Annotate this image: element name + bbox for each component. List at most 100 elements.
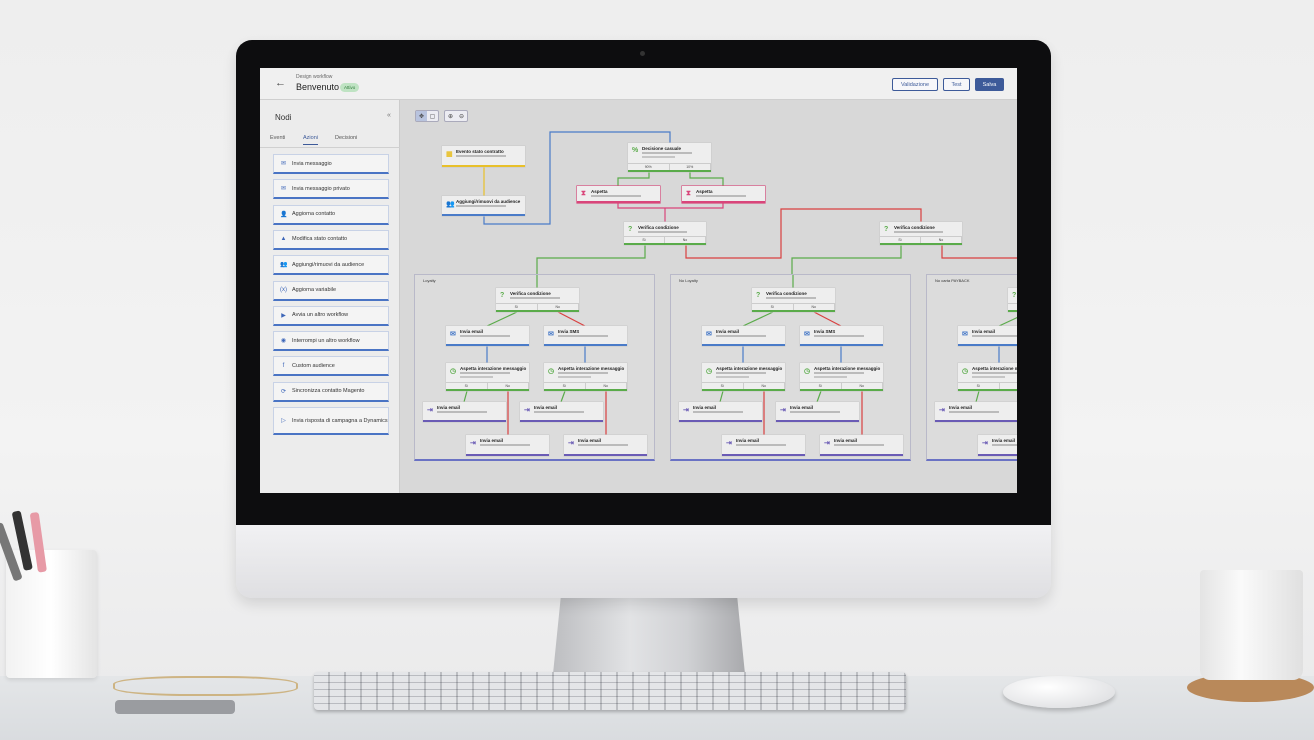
port-label[interactable]: No [538, 304, 579, 310]
save-button[interactable]: Salva [975, 78, 1004, 91]
sidebar-item[interactable]: (x)Aggiorna variabile [273, 280, 389, 301]
sidebar-item[interactable]: ⟳Sincronizza contatto Magento [273, 381, 389, 402]
node-type-icon: ▷ [281, 418, 286, 424]
zoom-out-icon[interactable]: ⊖ [458, 113, 465, 120]
workflow-node[interactable]: ⇥Invia email [520, 402, 603, 422]
tab-eventi[interactable]: Eventi [270, 135, 286, 141]
workflow-node[interactable]: ⇥Invia email [820, 435, 903, 456]
node-title: Evento stato contratto [456, 149, 504, 154]
connectors [719, 275, 863, 435]
port-label[interactable]: No [921, 237, 962, 243]
workflow-node[interactable]: ⇥Invia email [722, 435, 805, 456]
validate-button[interactable]: Validazione [892, 78, 938, 91]
sidebar-item[interactable]: ▲Modifica stato contatto [273, 229, 389, 250]
node-type-icon: 👥 [280, 262, 288, 269]
node-icon: ? [500, 292, 505, 299]
port-label[interactable]: 90% [628, 164, 670, 170]
workflow-canvas[interactable]: ✥ ▢ ⊕ ⊖ [400, 100, 1017, 493]
node-group[interactable]: No carta PAYBACK?Verifica condizioneSìNo… [926, 274, 1017, 461]
port-label[interactable]: Sì [958, 383, 1000, 389]
port-label[interactable]: Sì [880, 237, 921, 243]
workflow-node[interactable]: ✉Invia email [702, 326, 785, 346]
workflow-node[interactable]: ⇥Invia email [978, 435, 1017, 456]
sidebar-item[interactable]: ◉Interrompi un altro workflow [273, 331, 389, 352]
header: ← Design workflow Benvenuto Attivo Valid… [260, 68, 1017, 100]
node-title: Invia email [460, 329, 484, 334]
sidebar-item[interactable]: 👤Aggiorna contatto [273, 204, 389, 225]
sidebar-item[interactable]: ▶Avvia un altro workflow [273, 305, 389, 326]
workflow-node[interactable]: ✉Invia email [958, 326, 1017, 346]
port-label[interactable]: Sì [800, 383, 842, 389]
port-label[interactable]: No [1000, 383, 1018, 389]
workflow-node[interactable]: ⧗Aspetta [577, 186, 660, 203]
workflow-node[interactable]: ✉Invia SMS [544, 326, 627, 346]
workflow-node[interactable]: ⇥Invia email [679, 402, 762, 422]
port-label[interactable]: Sì [496, 304, 538, 310]
node-icon: ◷ [450, 368, 457, 375]
back-arrow-icon[interactable]: ← [275, 77, 286, 89]
pan-icon[interactable]: ✥ [416, 111, 427, 121]
sidebar-item[interactable]: ✉Invia messaggio [273, 154, 389, 174]
port-label[interactable]: Sì [446, 383, 488, 389]
status-badge: Attivo [340, 83, 360, 92]
port-label[interactable]: Sì [624, 237, 665, 243]
port-label[interactable]: Sì [1008, 304, 1017, 310]
workflow-node[interactable]: ⇥Invia email [466, 435, 549, 456]
connector-line [791, 245, 902, 287]
select-icon[interactable]: ▢ [429, 113, 436, 120]
port-label[interactable]: Sì [752, 304, 794, 310]
port-label[interactable]: No [665, 237, 706, 243]
workflow-node[interactable]: ✉Invia email [446, 326, 529, 346]
node-icon: ◷ [804, 368, 811, 375]
zoom-in-icon[interactable]: ⊕ [447, 113, 454, 120]
sidebar-item[interactable]: ▷Invia risposta di campagna a Dynamics [273, 407, 389, 435]
node-subtitle [558, 335, 608, 337]
workflow-node[interactable]: 👥Aggiungi/rimuovi da audience [442, 196, 525, 216]
port-label[interactable]: Sì [702, 383, 744, 389]
port-label[interactable]: No [488, 383, 529, 389]
sidebar-item-label: Aggiorna variabile [292, 287, 337, 293]
port-label[interactable]: No [744, 383, 785, 389]
workflow-node[interactable]: ⇥Invia email [564, 435, 647, 456]
node-icon: ◷ [548, 368, 555, 375]
group-label: No Loyalty [679, 278, 698, 283]
port-label[interactable]: 10% [670, 164, 711, 170]
workflow-node[interactable]: ✉Invia SMS [800, 326, 883, 346]
workflow-node[interactable]: ▦Evento stato contratto [442, 146, 525, 167]
workflow-node[interactable]: ⇥Invia email [776, 402, 859, 422]
port-label[interactable]: No [586, 383, 627, 389]
test-button[interactable]: Test [943, 78, 970, 91]
collapse-icon[interactable]: « [387, 112, 391, 119]
workflow-node[interactable]: ⇥Invia email [935, 402, 1017, 422]
port-label[interactable]: No [842, 383, 883, 389]
connector-line [742, 311, 774, 327]
sidebar-item[interactable]: ✉Invia messaggio privato [273, 179, 389, 200]
tab-decisioni[interactable]: Decisioni [335, 135, 358, 141]
workflow-node[interactable]: ⇥Invia email [423, 402, 506, 422]
workflow-node[interactable]: ⧗Aspetta [682, 186, 765, 203]
sidebar-item[interactable]: 👥Aggiungi/rimuovi da audience [273, 255, 389, 276]
node-title: Invia SMS [558, 329, 580, 334]
tab-azioni[interactable]: Azioni [303, 135, 318, 145]
port-label[interactable]: Sì [544, 383, 586, 389]
port-label[interactable]: No [794, 304, 835, 310]
monitor-stand [553, 598, 745, 674]
node-title: Verifica condizione [766, 291, 807, 296]
